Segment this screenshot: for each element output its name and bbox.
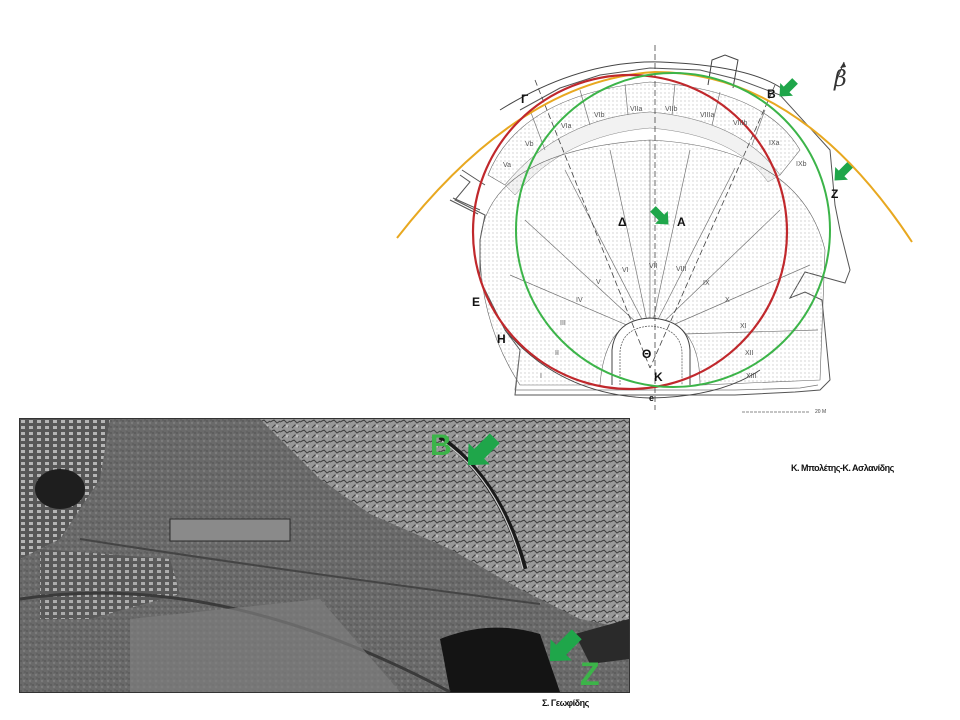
sector-label: X xyxy=(725,297,730,304)
sector-label: IXb xyxy=(796,161,807,168)
orange-arc xyxy=(396,70,913,243)
sector-label: VII xyxy=(649,263,658,270)
orchestra xyxy=(611,317,691,385)
sector-label: VIb xyxy=(594,112,605,119)
sector-label: VIIIb xyxy=(733,120,748,127)
photo-arrow-b-icon xyxy=(467,433,500,466)
sector-label: IV xyxy=(576,297,583,304)
sector-label: V xyxy=(596,279,601,286)
sector-label: XI xyxy=(740,323,747,330)
green-circle xyxy=(515,72,831,388)
green-arrow-a-icon xyxy=(650,206,669,225)
photo-arrow-z-icon xyxy=(549,629,582,662)
red-circle xyxy=(471,73,789,391)
sector-label: VIII xyxy=(676,266,687,273)
label-small-e: e xyxy=(649,393,654,403)
sector-label: VIIb xyxy=(665,106,678,113)
green-arrow-b-icon xyxy=(779,78,798,97)
sector-label: XII xyxy=(745,350,754,357)
label-eta: H xyxy=(497,332,506,346)
label-delta: Δ xyxy=(618,215,627,229)
label-alpha: A xyxy=(677,215,686,229)
diazoma xyxy=(504,111,781,196)
sector-label: XIII xyxy=(746,373,757,380)
sector-labels: Va Vb VIa VIb VIIa VIIb VIIIa VIIIb IXa … xyxy=(503,106,807,380)
label-theta: Θ xyxy=(642,347,651,361)
sector-label: IX xyxy=(703,280,710,287)
scale-label: 20 M xyxy=(815,409,826,415)
sector-label: Va xyxy=(503,162,511,169)
photo-label-z: Z xyxy=(580,656,600,692)
plan-credit: Κ. Μπολέτης-Κ. Ασλανίδης xyxy=(791,463,894,473)
point-labels: Γ B Z Δ A E H Θ K e xyxy=(472,87,838,403)
photo-label-b: B xyxy=(430,429,452,462)
sector-label: VI xyxy=(622,267,629,274)
scale-bar: 20 M xyxy=(742,409,826,415)
sector-label: II xyxy=(555,350,559,357)
sector-label: VIa xyxy=(561,123,572,130)
axis-lines xyxy=(534,45,776,410)
aerial-photo-drawing: B Z xyxy=(20,419,629,692)
sector-label: III xyxy=(560,320,566,327)
label-kappa: K xyxy=(654,370,663,384)
sector-label: Vb xyxy=(525,141,534,148)
north-label: β xyxy=(833,67,847,92)
theater-plan-diagram: Va Vb VIa VIb VIIa VIIb VIIIa VIIIb IXa … xyxy=(396,45,913,415)
label-gamma: Γ xyxy=(521,92,529,106)
aerial-photo: B Z xyxy=(19,418,630,693)
label-beta: B xyxy=(767,87,776,101)
sector-label: I xyxy=(540,373,542,380)
photo-credit: Σ. Γεωφίδης xyxy=(542,698,589,708)
green-arrow-z-icon xyxy=(834,162,853,181)
sector-label: VIIIa xyxy=(700,112,715,119)
north-arrow-icon: β xyxy=(833,61,847,92)
label-epsilon: E xyxy=(472,295,480,309)
label-zeta: Z xyxy=(831,187,838,201)
sector-label: IXa xyxy=(769,140,780,147)
sector-label: VIIa xyxy=(630,106,643,113)
outer-arc xyxy=(499,61,791,111)
